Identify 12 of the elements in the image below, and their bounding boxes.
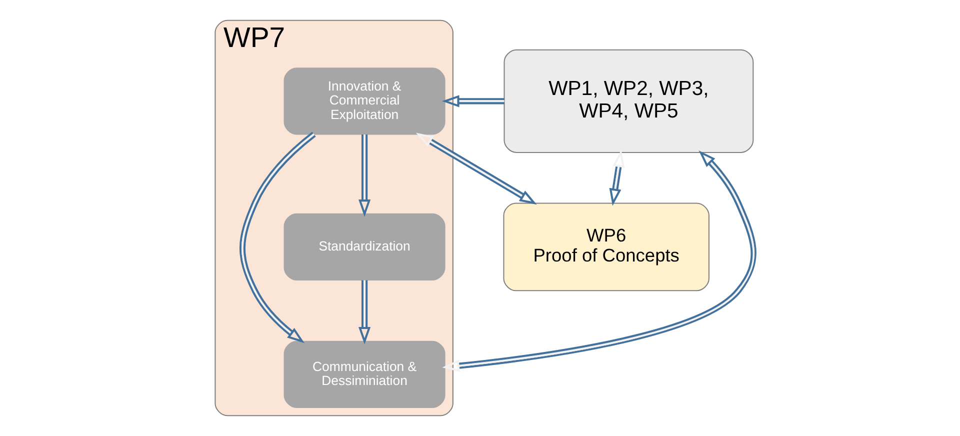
node-box: WP6 Proof of Concepts — [502, 202, 709, 292]
node-box: WP1, WP2, WP3, WP4, WP5 — [503, 49, 754, 153]
node-box: Communication & Dessiminiation — [283, 340, 445, 408]
arrow — [442, 150, 756, 372]
arrow — [608, 150, 624, 206]
arrow — [239, 132, 316, 344]
arrow — [415, 132, 536, 205]
node-box: Innovation & Commercial Exploitation — [283, 68, 445, 135]
arrow — [358, 280, 370, 344]
node-box: Standardization — [283, 213, 445, 280]
arrow — [358, 134, 370, 217]
arrow — [441, 95, 504, 108]
